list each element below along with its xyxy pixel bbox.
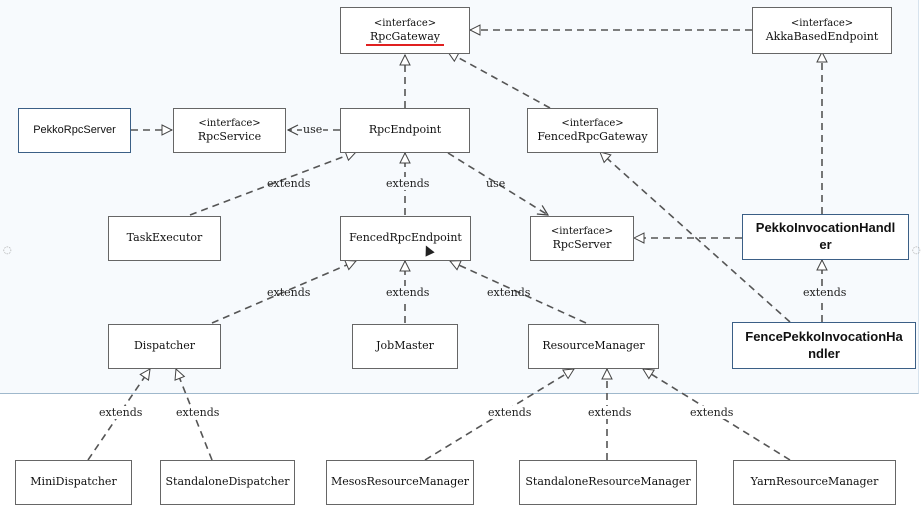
node-resourcemanager-label: ResourceManager	[542, 339, 645, 353]
node-minidispatcher[interactable]: MiniDispatcher	[15, 460, 132, 505]
node-rpcservice-stereotype: <interface>	[198, 117, 261, 129]
edge-dispatcher-to-fencedrpcendpoint	[211, 261, 356, 324]
edge-taskexecutor-to-rpcendpoint	[189, 152, 356, 216]
edge-fencedrpcgateway-to-rpcgateway	[448, 51, 551, 109]
node-minidispatcher-label: MiniDispatcher	[30, 475, 117, 489]
node-rpcgateway-label: RpcGateway	[370, 29, 440, 43]
edge-rpcendpoint-use-rpcserver	[447, 152, 548, 215]
node-rpcendpoint-label: RpcEndpoint	[368, 123, 442, 137]
node-jobmaster[interactable]: JobMaster	[352, 324, 458, 369]
node-akkabased-stereotype: <interface>	[790, 17, 854, 29]
node-mesosrm-label: MesosResourceManager	[330, 475, 470, 489]
edge-minidispatcher-to-dispatcher	[87, 369, 151, 461]
node-resourcemanager[interactable]: ResourceManager	[528, 324, 659, 369]
edge-label-use-rpcservice: use	[302, 123, 324, 136]
edge-label-extends-dispatcher: extends	[267, 286, 311, 299]
edge-label-extends-standalonerm: extends	[588, 406, 632, 419]
node-fencedrpcgateway-stereotype: <interface>	[561, 117, 624, 129]
node-pekkohandler-label-line1: PekkoInvocationHandl	[755, 220, 896, 236]
edge-label-extends-standalonedispatcher: extends	[176, 406, 220, 419]
node-rpcserver[interactable]: <interface> RpcServer	[530, 216, 634, 261]
node-yarnrm-label: YarnResourceManager	[750, 475, 879, 489]
node-akkabasedendpoint[interactable]: <interface> AkkaBasedEndpoint	[752, 7, 892, 54]
node-rpcservice[interactable]: <interface> RpcService	[173, 108, 286, 153]
node-pekkorpcserver[interactable]: PekkoRpcServer	[18, 108, 131, 153]
node-rpcservice-label: RpcService	[197, 129, 262, 143]
edge-label-extends-mesosrm: extends	[488, 406, 532, 419]
edge-fencehandler-to-fencedrpcgateway	[600, 152, 791, 323]
rpcgateway-highlight-underline	[366, 44, 444, 46]
node-pekkoinvocationhandler[interactable]: PekkoInvocationHandl er	[742, 214, 909, 260]
node-taskexecutor[interactable]: TaskExecutor	[108, 216, 221, 261]
edge-label-extends-resourcemanager: extends	[487, 286, 531, 299]
node-dispatcher[interactable]: Dispatcher	[108, 324, 221, 369]
node-yarnresourcemanager[interactable]: YarnResourceManager	[733, 460, 896, 505]
node-fencedrpcendpoint-label: FencedRpcEndpoint	[349, 231, 462, 245]
node-taskexecutor-label: TaskExecutor	[126, 231, 203, 245]
node-rpcgateway-stereotype: <interface>	[373, 17, 437, 29]
node-fencehandler-label-line2: ndler	[808, 345, 840, 361]
edge-label-extends-fencedrpcendpoint: extends	[386, 177, 430, 190]
node-standalonedispatcher[interactable]: StandaloneDispatcher	[160, 460, 295, 505]
edge-label-use-rpcserver: use	[486, 177, 506, 190]
node-rpcendpoint[interactable]: RpcEndpoint	[340, 108, 470, 153]
edge-label-extends-minidispatcher: extends	[99, 406, 143, 419]
node-standalonerm-label: StandaloneResourceManager	[525, 475, 691, 489]
node-fencedrpcgateway-label: FencedRpcGateway	[537, 129, 648, 143]
edge-label-extends-jobmaster: extends	[386, 286, 430, 299]
node-pekkohandler-label-line2: er	[819, 237, 832, 252]
edge-resourcemanager-to-fencedrpcendpoint	[450, 261, 587, 324]
edge-label-extends-taskexecutor: extends	[267, 177, 311, 190]
node-jobmaster-label: JobMaster	[376, 339, 434, 353]
node-dispatcher-label: Dispatcher	[133, 339, 195, 353]
node-rpcserver-label: RpcServer	[552, 237, 612, 251]
node-rpcgateway[interactable]: <interface> RpcGateway	[340, 7, 470, 54]
node-fencehandler-label-line1: FencePekkoInvocationHa	[745, 328, 903, 344]
node-mesosresourcemanager[interactable]: MesosResourceManager	[326, 460, 474, 505]
node-fencepekkoinvocationhandler[interactable]: FencePekkoInvocationHa ndler	[732, 322, 916, 369]
left-edge-marker-icon: ◌	[3, 245, 12, 256]
node-akkabased-label: AkkaBasedEndpoint	[765, 29, 879, 43]
right-edge-marker-icon: ◌	[912, 245, 921, 256]
node-standaloneresourcemanager[interactable]: StandaloneResourceManager	[519, 460, 697, 505]
edge-label-extends-yarnrm: extends	[690, 406, 734, 419]
node-standalonedispatcher-label: StandaloneDispatcher	[165, 475, 290, 489]
node-rpcserver-stereotype: <interface>	[550, 225, 614, 237]
edge-label-extends-fencehandler: extends	[803, 286, 847, 299]
node-fencedrpcendpoint[interactable]: FencedRpcEndpoint	[340, 216, 471, 261]
node-fencedrpcgateway[interactable]: <interface> FencedRpcGateway	[527, 108, 658, 153]
node-pekkorpcserver-label: PekkoRpcServer	[33, 124, 116, 137]
